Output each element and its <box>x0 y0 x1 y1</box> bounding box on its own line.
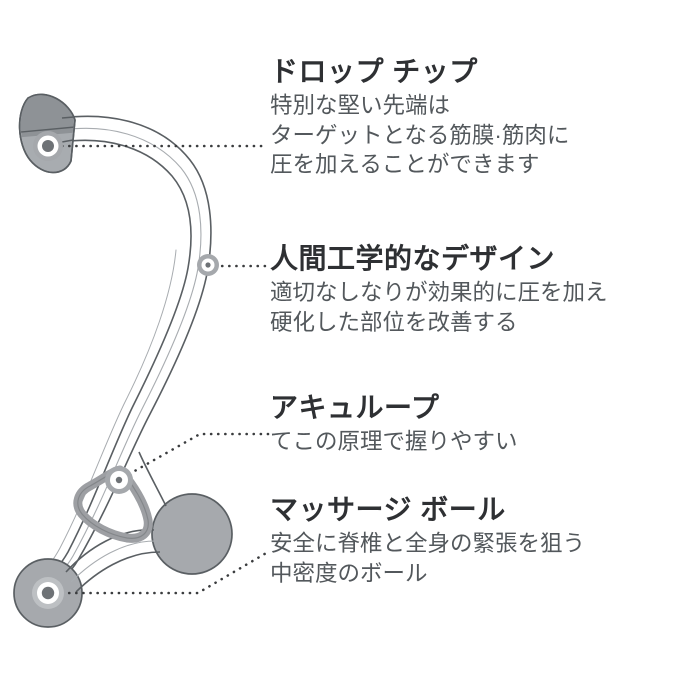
callout-body-drop-tip: 特別な堅い先端は ターゲットとなる筋膜·筋肉に 圧を加えることができます <box>270 93 570 177</box>
callout-body-massage-ball: 安全に脊椎と全身の緊張を狙う 中密度のボール <box>270 531 586 586</box>
callout-markers <box>32 131 219 609</box>
marker-accu-loop <box>105 466 133 494</box>
marker-massage-ball <box>32 577 64 609</box>
callout-title-ergonomic-design: 人間工学的なデザイン <box>270 243 556 274</box>
leader-massage-ball <box>53 550 270 595</box>
callout-body-ergonomic-design: 適切なしなりが効果的に圧を加え 硬化した部位を改善する <box>270 280 608 335</box>
shaft-body <box>39 115 212 587</box>
callout-title-massage-ball: マッサージ ボール <box>270 494 506 525</box>
callout-ergonomic-design: 人間工学的なデザイン 適切なしなりが効果的に圧を加え 硬化した部位を改善する <box>270 243 690 337</box>
marker-drop-tip <box>33 131 63 161</box>
product-illustration <box>13 93 270 628</box>
callout-list: ドロップ チップ 特別な堅い先端は ターゲットとなる筋膜·筋肉に 圧を加えること… <box>270 0 700 700</box>
callout-body-accu-loop: てこの原理で握りやすい <box>270 429 518 455</box>
massage-ball-part <box>151 493 233 575</box>
callout-title-drop-tip: ドロップ チップ <box>270 56 478 87</box>
marker-ergonomic <box>197 254 219 276</box>
leader-lines <box>46 144 270 595</box>
callout-accu-loop: アキュループ てこの原理で握りやすい <box>270 392 690 457</box>
leader-accu-loop <box>115 432 270 483</box>
callout-massage-ball: マッサージ ボール 安全に脊椎と全身の緊張を狙う 中密度のボール <box>270 494 690 588</box>
accu-loop-part <box>73 465 153 543</box>
callout-drop-tip: ドロップ チップ 特別な堅い先端は ターゲットとなる筋膜·筋肉に 圧を加えること… <box>270 56 690 179</box>
callout-title-accu-loop: アキュループ <box>270 392 440 423</box>
